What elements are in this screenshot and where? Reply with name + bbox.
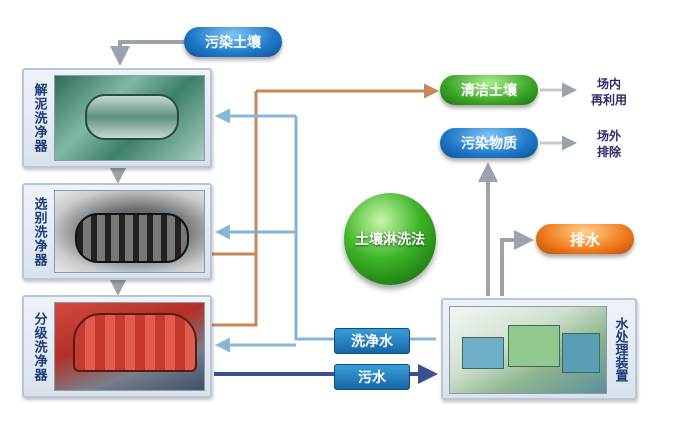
contaminated-matter-node: 污染物质	[440, 128, 538, 158]
arrow-contaminated-soil-in	[110, 40, 186, 66]
clean-soil-node: 清洁土壤	[440, 75, 538, 105]
destination-onsite: 场内 再利用	[582, 76, 636, 108]
waste-water-label: 污水	[334, 364, 410, 390]
destination-offsite: 场外 排除	[582, 128, 636, 160]
destination-offsite-line1: 场外	[596, 129, 621, 143]
grading-washer-photo	[54, 302, 205, 391]
drainage-node: 排水	[536, 224, 634, 254]
washer-drum-image	[75, 213, 189, 263]
water-treatment-label: 水处理装置	[612, 316, 628, 382]
sorting-washer-photo	[54, 190, 205, 273]
tank-image	[562, 333, 600, 373]
tank-image	[508, 325, 560, 367]
desludging-washer-photo	[54, 75, 205, 161]
arrow-plant-to-drainage	[500, 230, 534, 296]
stage-grading-washer: 分级洗净器	[22, 295, 212, 398]
washer-drum-image	[85, 94, 179, 140]
contaminated-soil-node: 污染土壤	[184, 27, 282, 57]
soil-washing-method-node: 土壤淋洗法	[344, 193, 436, 285]
destination-onsite-line2: 再利用	[590, 93, 627, 107]
stage-desludging-washer: 解泥洗净器	[22, 68, 212, 168]
soil-line-stage3	[212, 254, 258, 327]
stage-label: 分级洗净器	[31, 311, 47, 382]
stage-label: 选别洗净器	[31, 196, 47, 267]
stage-label: 解泥洗净器	[31, 83, 47, 153]
destination-onsite-line1: 场内	[596, 77, 621, 91]
wash-water-label: 洗净水	[334, 328, 410, 354]
stage-sorting-washer: 选别洗净器	[22, 183, 212, 280]
water-treatment-photo	[449, 306, 607, 394]
washer-drum-image	[73, 313, 197, 372]
tank-image	[462, 337, 504, 369]
water-treatment-plant: 水处理装置	[441, 298, 637, 400]
destination-offsite-line2: 排除	[596, 145, 621, 159]
